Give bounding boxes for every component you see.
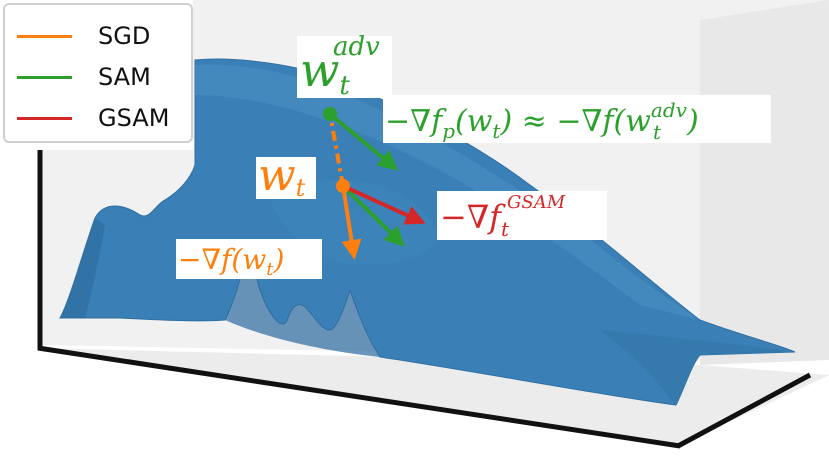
sam-label-bg [383, 95, 771, 143]
w-adv-point [323, 107, 337, 121]
legend-label-gsam: GSAM [98, 104, 170, 132]
surface-left-face [60, 218, 105, 318]
surface-ridge [195, 64, 700, 320]
legend-label-sgd: SGD [98, 22, 151, 50]
w-adv-label-bg [297, 36, 392, 98]
legend-swatch-sgd [17, 34, 72, 38]
axis-front [37, 345, 681, 449]
w-adv-label: wtadv [300, 32, 380, 101]
sam-arrow-adv [328, 112, 399, 171]
legend-item-gsam: GSAM [17, 100, 169, 136]
sgd-arrow [341, 185, 362, 260]
w-t-label: wt [258, 150, 306, 202]
sgd-label-bg [176, 239, 322, 279]
w-t-point [336, 179, 350, 193]
legend-item-sgd: SGD [17, 18, 150, 54]
right-pane [700, 0, 829, 365]
gsam-arrow [342, 184, 426, 225]
sgd-gradient-label: −∇f(wt) [178, 243, 284, 280]
surface-tail [600, 330, 795, 405]
surface-valley [225, 245, 380, 357]
sam-arrow [341, 184, 405, 247]
legend: SGD SAM GSAM [3, 3, 193, 143]
legend-item-sam: SAM [17, 59, 151, 95]
gsam-gradient-label: −∇ftGSAM [440, 192, 566, 241]
legend-swatch-sam [17, 75, 72, 79]
legend-label-sam: SAM [98, 63, 151, 91]
w-t-label-bg [256, 157, 316, 199]
legend-swatch-gsam [17, 116, 72, 120]
axis-right [676, 372, 812, 449]
gsam-label-bg [437, 191, 607, 240]
